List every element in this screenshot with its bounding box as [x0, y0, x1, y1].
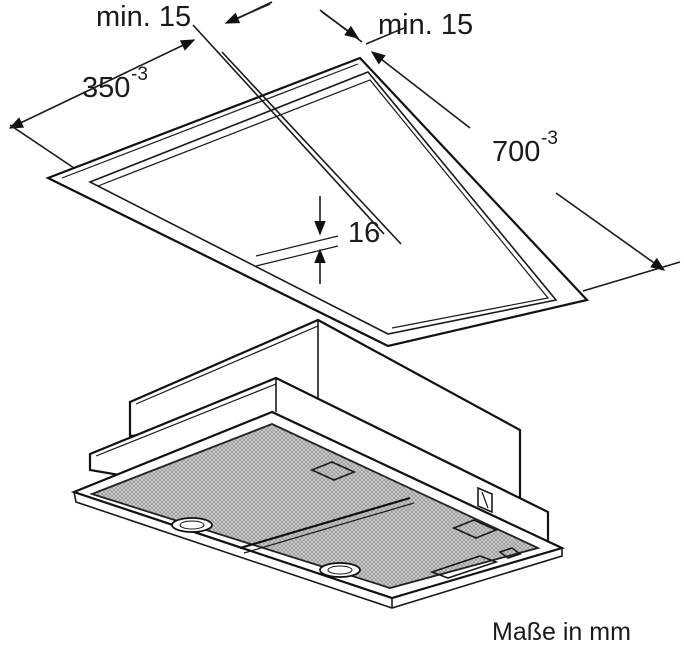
filter-handle-left — [171, 517, 213, 533]
hood-unit — [70, 318, 566, 609]
width-value: 350 — [82, 72, 130, 104]
width-tolerance: -3 — [131, 64, 148, 85]
dimension-lines — [8, 1, 681, 292]
filter-handle-right — [319, 562, 361, 578]
length-value: 700 — [492, 136, 540, 168]
side-switch — [477, 486, 493, 514]
clearance-left-label: min. 15 — [96, 1, 191, 33]
frame-height-label: 16 — [348, 217, 380, 249]
units-note: Maße in mm — [492, 618, 631, 646]
length-dimension-label: 700 -3 — [492, 128, 558, 168]
length-tolerance: -3 — [541, 128, 558, 149]
grease-filter — [89, 423, 541, 589]
width-dimension-label: 350 -3 — [82, 64, 148, 104]
clearance-right-label: min. 15 — [378, 9, 473, 41]
